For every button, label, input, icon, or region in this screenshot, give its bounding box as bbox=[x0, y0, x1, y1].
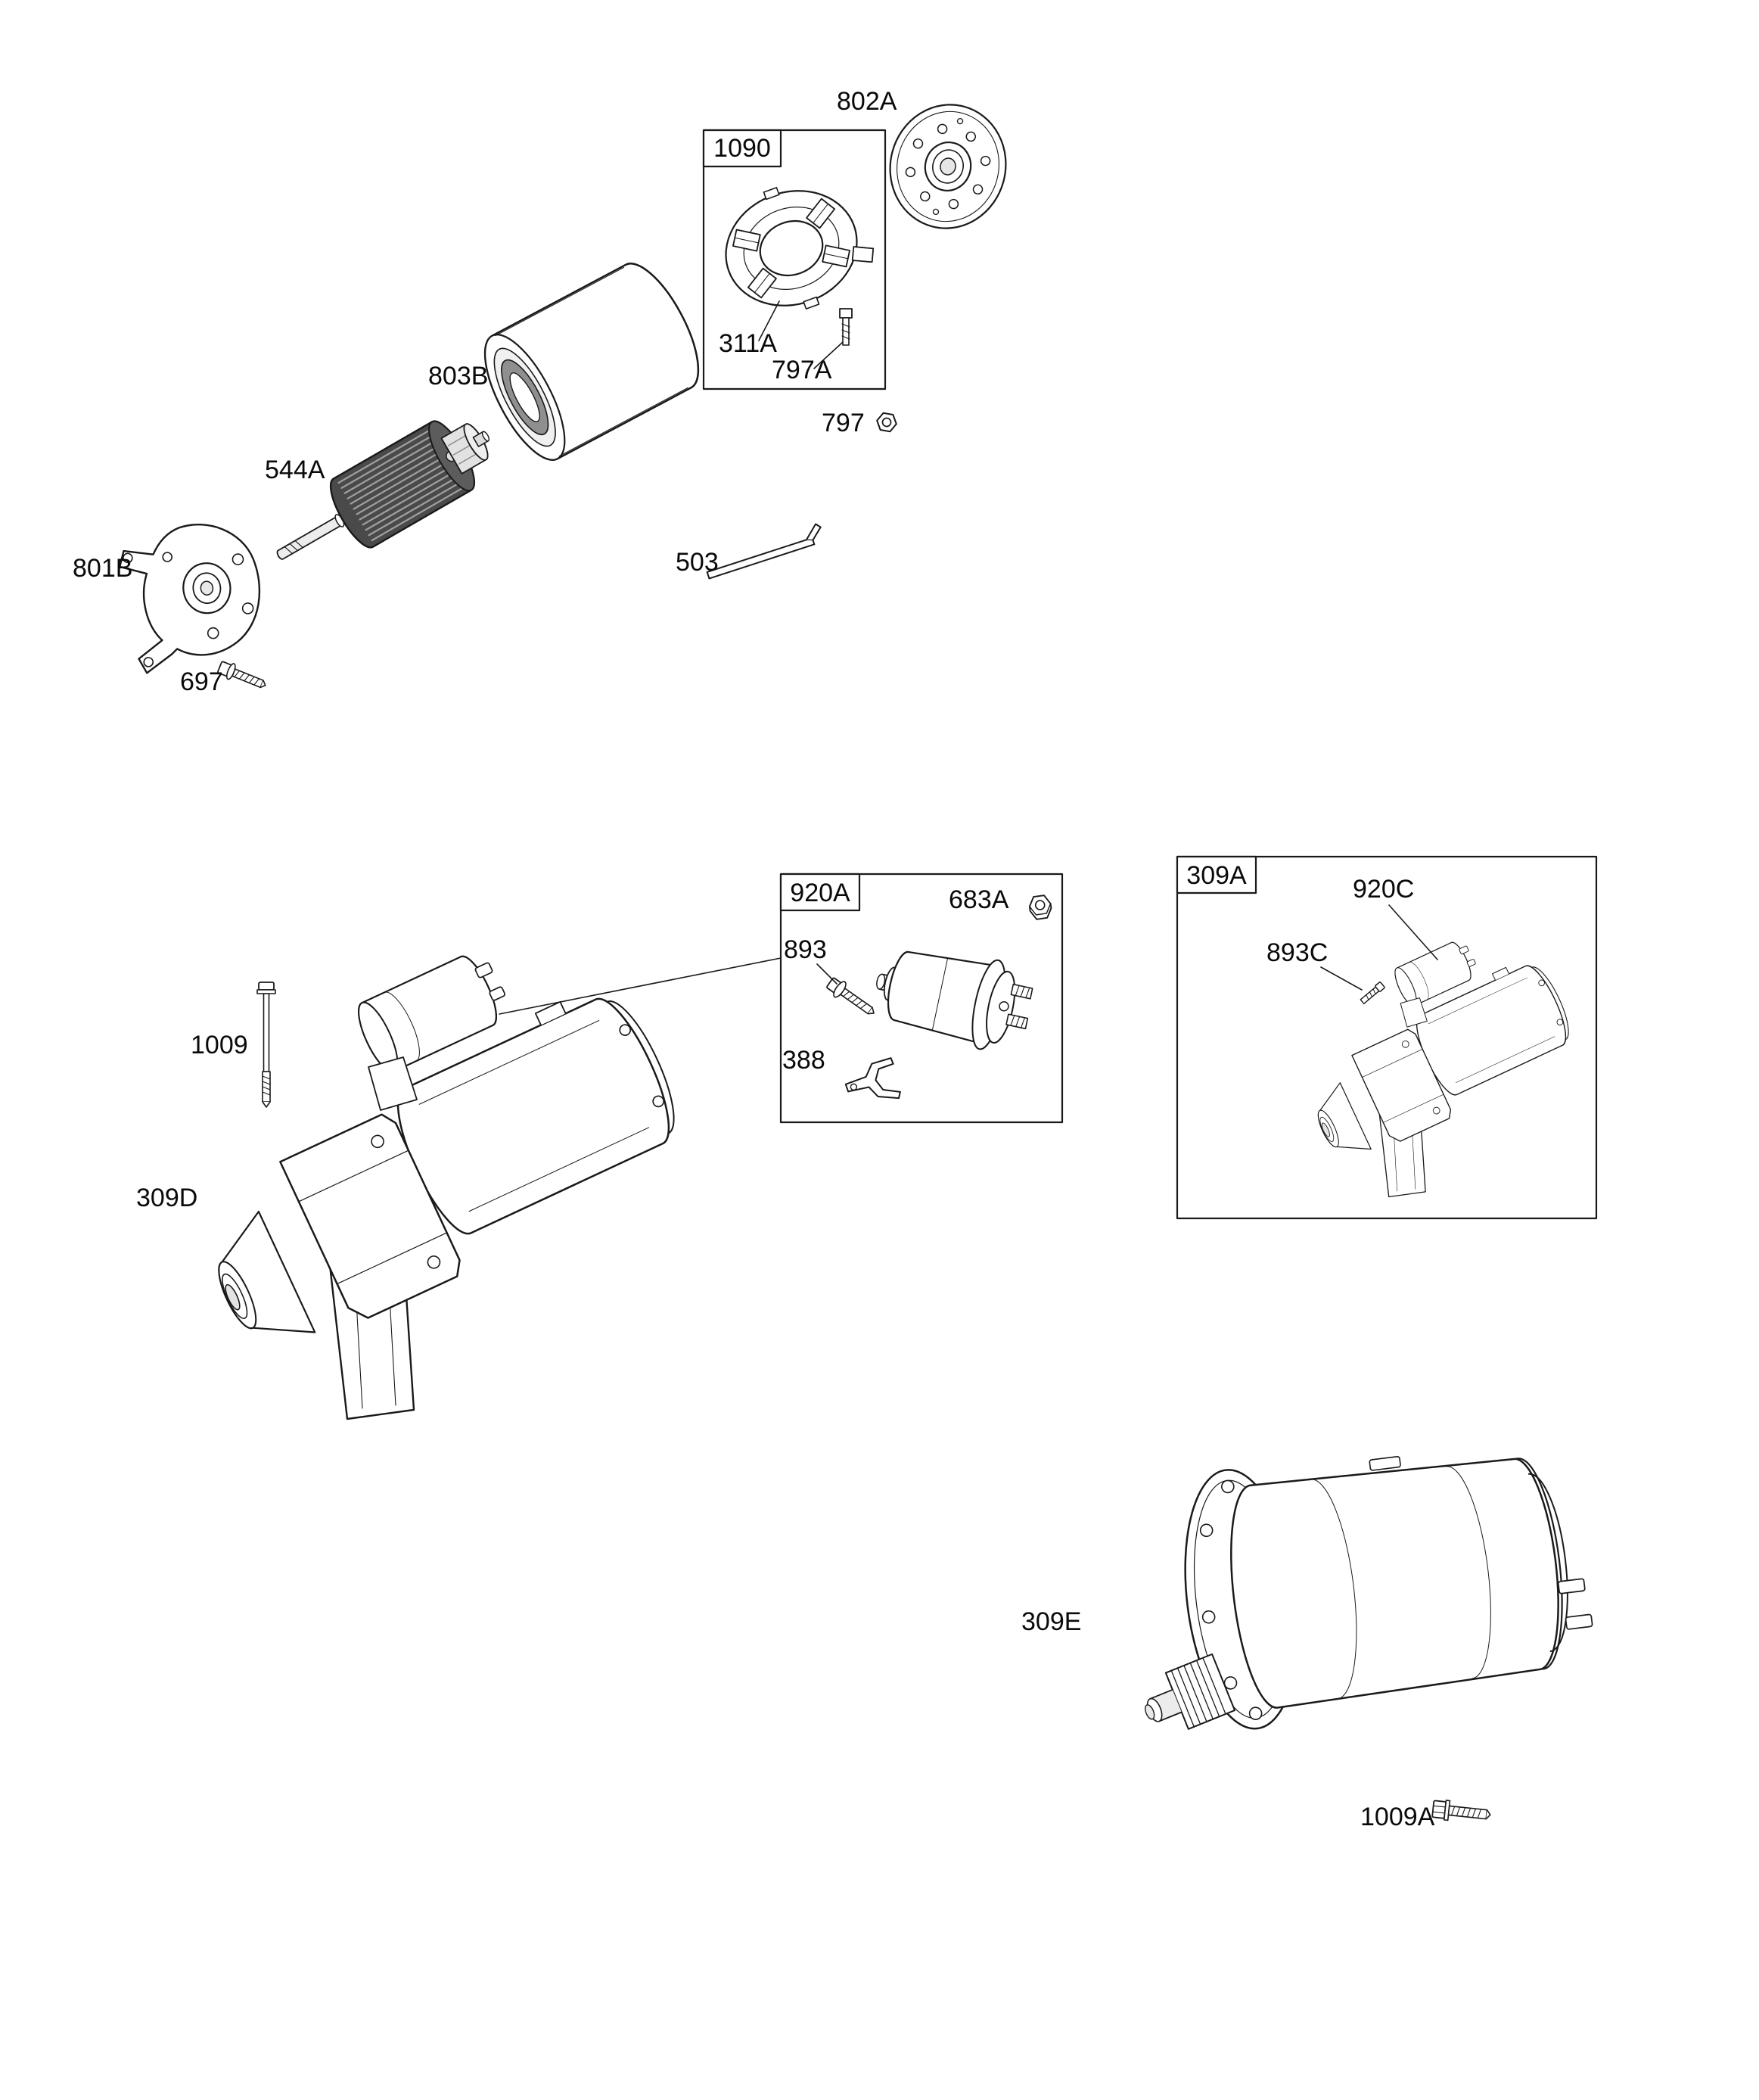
group-box-1090-label-frame bbox=[702, 129, 782, 168]
part-683a-nut bbox=[1028, 894, 1052, 920]
callout-920a: 920A bbox=[790, 879, 850, 907]
leader-797a bbox=[813, 341, 844, 369]
part-802a-end-cap-plate bbox=[889, 104, 1007, 229]
group-box-309a bbox=[1176, 855, 1598, 1220]
callout-893c: 893C bbox=[1266, 938, 1328, 967]
part-893c-screw bbox=[1360, 982, 1385, 1005]
callout-683a: 683A bbox=[949, 885, 1009, 914]
leader-920c bbox=[1388, 904, 1438, 960]
callout-697: 697 bbox=[180, 667, 223, 696]
part-797-nut bbox=[876, 412, 897, 433]
callout-309a: 309A bbox=[1186, 861, 1247, 890]
part-309a-starter-assembly bbox=[1307, 936, 1578, 1198]
part-801b-end-bracket bbox=[119, 524, 261, 674]
leader-893 bbox=[816, 963, 838, 985]
part-893-screw bbox=[826, 977, 875, 1015]
group-box-1090 bbox=[702, 129, 887, 390]
part-797a-terminal-screw bbox=[839, 308, 853, 346]
callout-1090: 1090 bbox=[713, 134, 771, 163]
callout-802a: 802A bbox=[837, 87, 897, 116]
group-box-309a-label-frame bbox=[1176, 855, 1257, 894]
callout-388: 388 bbox=[782, 1046, 825, 1075]
part-388-fork bbox=[844, 1057, 901, 1100]
callout-797: 797 bbox=[822, 409, 865, 437]
part-309d-starter-assembly bbox=[197, 945, 691, 1420]
group-box-920a-label-frame bbox=[779, 873, 861, 912]
part-920a-solenoid bbox=[876, 950, 1033, 1050]
callout-893: 893 bbox=[784, 935, 827, 964]
leader-311a bbox=[758, 300, 780, 341]
callout-801b: 801B bbox=[73, 554, 132, 583]
part-503-strip bbox=[706, 523, 822, 580]
callout-1009: 1009 bbox=[191, 1031, 248, 1059]
part-311a-brush-holder bbox=[725, 187, 875, 310]
part-309e-starter bbox=[1145, 1456, 1593, 1730]
group-box-920a bbox=[779, 873, 1064, 1124]
callout-803b: 803B bbox=[428, 362, 488, 390]
part-697-screw bbox=[217, 661, 266, 689]
callout-309e: 309E bbox=[1021, 1607, 1081, 1636]
callout-797a: 797A bbox=[772, 356, 832, 384]
leader-309d-to-920a-box bbox=[499, 957, 782, 1015]
callout-311a: 311A bbox=[719, 329, 777, 358]
part-1009-bolt bbox=[256, 982, 276, 1108]
part-544a-armature bbox=[276, 420, 490, 560]
leader-893c bbox=[1320, 966, 1363, 991]
callout-309d: 309D bbox=[136, 1184, 197, 1212]
callout-920c: 920C bbox=[1353, 875, 1414, 904]
callout-503: 503 bbox=[676, 548, 719, 577]
part-1009a-bolt bbox=[1431, 1800, 1491, 1822]
callout-1009a: 1009A bbox=[1360, 1803, 1435, 1831]
part-803b-housing bbox=[483, 263, 700, 461]
callout-544a: 544A bbox=[265, 456, 325, 484]
